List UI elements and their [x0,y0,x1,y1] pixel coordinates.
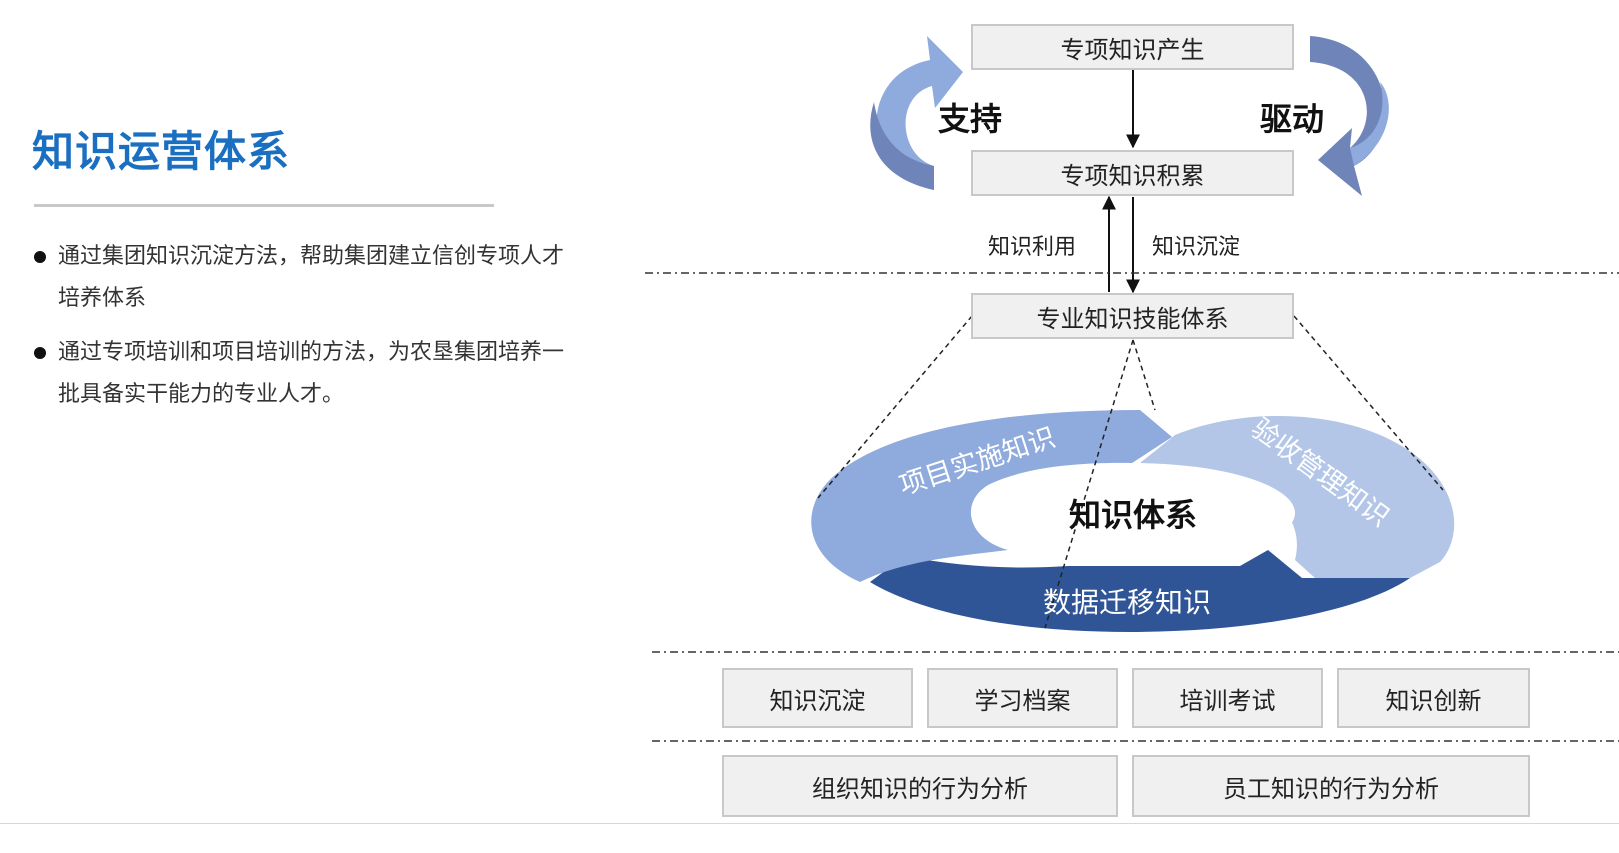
row2-box-staff-behavior-analysis: 员工知识的行为分析 [1132,755,1530,817]
support-curved-arrow-icon [870,36,963,190]
professional-skill-system-box: 专业知识技能体系 [971,293,1294,339]
cycle-segment-acceptance [1140,415,1455,578]
knowledge-deposit-label: 知识沉淀 [1152,235,1241,260]
cycle-segment-migration [870,550,1410,632]
title-divider [34,204,494,207]
bullet-item: 通过集团知识沉淀方法，帮助集团建立信创专项人才培养体系 [32,236,572,320]
specialized-knowledge-accumulate-box: 专项知识积累 [971,150,1294,196]
cycle-segment-project [811,410,1172,582]
specialized-knowledge-produce-box: 专项知识产生 [971,24,1294,70]
bullet-list: 通过集团知识沉淀方法，帮助集团建立信创专项人才培养体系 通过专项培训和项目培训的… [32,236,572,428]
drive-label: 驱动 [1260,100,1325,138]
knowledge-cycle-ring [811,410,1455,632]
row1-box-knowledge-innovation: 知识创新 [1337,668,1530,728]
support-label: 支持 [938,100,1003,138]
cycle-center-hole [971,463,1295,563]
drive-curved-arrow-icon [1310,36,1389,196]
row1-box-knowledge-deposit: 知识沉淀 [722,668,913,728]
bullet-item: 通过专项培训和项目培训的方法，为农垦集团培养一批具备实干能力的专业人才。 [32,332,572,416]
row2-box-org-behavior-analysis: 组织知识的行为分析 [722,755,1118,817]
projection-line [1293,315,1444,491]
projection-line [1132,339,1156,411]
row1-box-training-exam: 培训考试 [1132,668,1323,728]
row1-box-learning-record: 学习档案 [927,668,1118,728]
projection-line [817,315,973,499]
page-title: 知识运营体系 [32,127,291,176]
cycle-center-label: 知识体系 [1069,496,1197,534]
footer-divider [0,823,1619,824]
seg-label-migration: 数据迁移知识 [1043,586,1211,619]
knowledge-use-label: 知识利用 [988,235,1077,260]
